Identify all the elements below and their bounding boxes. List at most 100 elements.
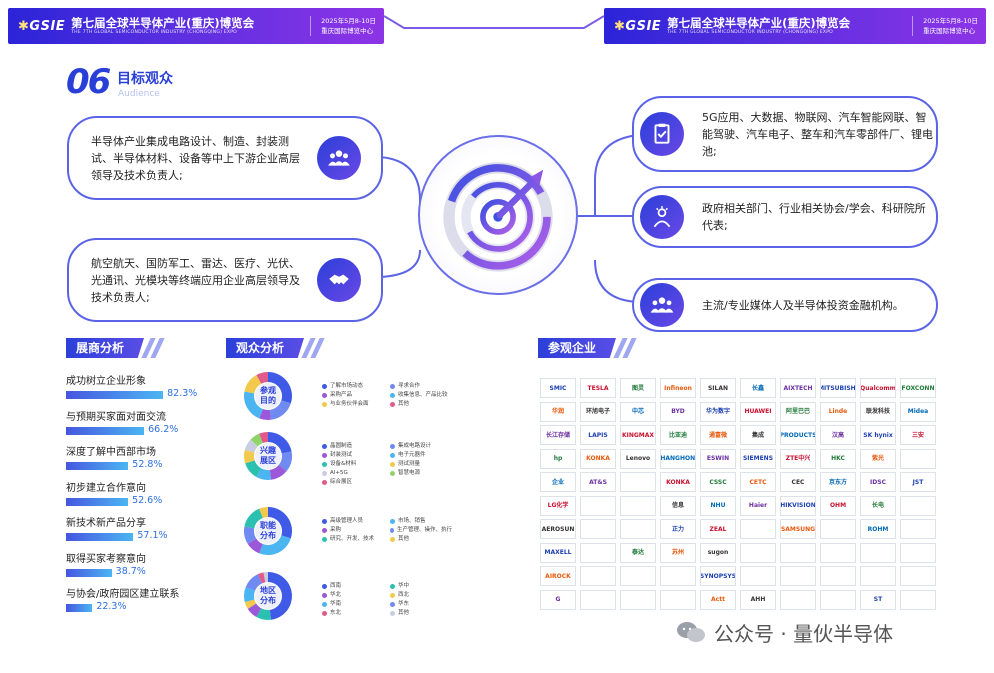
company-logo: KINGMAX [620, 425, 656, 445]
donut-slice [257, 572, 266, 584]
legend-label: 其他 [398, 401, 410, 407]
legend-swatch [390, 519, 395, 524]
visitor-donut-chart [244, 507, 292, 555]
header-stripes [301, 338, 325, 358]
donut-slice [244, 450, 255, 464]
team-icon [317, 136, 361, 180]
company-logo: 中芯 [620, 401, 656, 422]
banner-title: 第七届全球半导体产业(重庆)博览会 [71, 16, 255, 30]
banner-divider [384, 14, 604, 30]
company-logo: 苏州 [660, 542, 696, 563]
donut-center-label: 地区分布 [260, 586, 276, 605]
company-logo [740, 519, 776, 539]
company-logo [580, 589, 616, 610]
legend-label: 设备&材料 [330, 461, 357, 467]
company-logo: AT&S [580, 472, 616, 492]
donut-legend: 了解市场动态寻求合作采购产品收集信息、产品比较与业务伙伴会面其他 [322, 382, 472, 409]
bar-value: 57.1% [137, 530, 168, 541]
company-logo: MAXELL [540, 542, 576, 563]
company-logo: 长江存储 [540, 425, 576, 445]
legend-item: 收集信息、产品比较 [390, 391, 452, 400]
donut-slice [244, 391, 263, 419]
donut-slice [269, 464, 287, 480]
legend-label: 西北 [398, 592, 410, 598]
company-logo [900, 566, 936, 586]
legend-label: 东北 [330, 610, 342, 616]
legend-item: 采购 [322, 526, 384, 535]
company-logo: 信息 [660, 495, 696, 516]
company-logo [820, 566, 856, 586]
company-logo: 阿里巴巴 [780, 401, 816, 422]
legend-item: 设备&材料 [322, 460, 384, 469]
bar-label: 深度了解中西部市场 [66, 447, 156, 458]
legend-swatch [322, 444, 327, 449]
company-logo: MITSUBISHI [820, 378, 856, 398]
bar-label: 初步建立合作意向 [66, 482, 146, 494]
donut-legend: 西南华中华北西北华南华东东北其他 [322, 582, 472, 618]
donut-slice [259, 432, 268, 443]
legend-label: 华东 [398, 601, 410, 607]
company-logo: NHU [700, 495, 736, 516]
company-logo [740, 566, 776, 586]
company-logo: Infineon [660, 378, 696, 398]
header-stripes [613, 338, 637, 358]
legend-swatch [390, 393, 395, 398]
legend-item: 华东 [390, 600, 452, 609]
banner-date-venue: 2025年5月8-10日 重庆国际博览中心 [912, 16, 986, 36]
company-logo: SYNOPSYS [700, 566, 736, 586]
company-logo: ROHM [860, 519, 896, 539]
company-logo: 企业 [540, 472, 576, 492]
legend-swatch [322, 393, 327, 398]
company-logo: 长电 [860, 495, 896, 516]
scientist-icon [640, 195, 684, 239]
visitor-donut-chart [244, 372, 292, 420]
company-logo [620, 472, 656, 492]
audience-box-applications: 航空航天、国防军工、雷达、医疗、光伏、光通讯、光模块等终端应用企业高层领导及技术… [67, 238, 383, 322]
donut-slice [245, 460, 262, 478]
company-logo: 泰达 [620, 542, 656, 563]
bar-value: 82.3% [167, 388, 198, 399]
donut-slice [268, 572, 293, 620]
company-logo [660, 589, 696, 610]
company-logo: SMIC [540, 378, 576, 398]
company-logo: BYD [660, 401, 696, 422]
bar-fill [66, 391, 164, 399]
handshake-icon [317, 258, 361, 302]
audience-text: 5G应用、大数据、物联网、汽车智能网联、智能驾驶、汽车电子、整车和汽车零部件厂、… [702, 110, 933, 158]
exhibitor-analysis-header: 展商分析 [66, 338, 144, 358]
legend-swatch [390, 453, 395, 458]
legend-label: 了解市场动态 [330, 383, 364, 389]
bar-track: 52.8% [66, 459, 236, 470]
legend-swatch [322, 593, 327, 598]
banner-subtitle: THE 7TH GLOBAL SEMICONDUCTOR INDUSTRY (C… [71, 30, 237, 35]
section-title: 目标观众 [117, 71, 173, 87]
company-logo: G [540, 589, 576, 610]
company-logo [820, 542, 856, 563]
donut-slice [259, 535, 291, 555]
company-logo: 紫光 [860, 448, 896, 469]
bar-fill [66, 568, 112, 577]
company-logo [620, 495, 656, 516]
legend-item: 晶圆制造 [322, 442, 384, 451]
company-logo [900, 495, 936, 516]
company-logo: Actt [700, 589, 736, 610]
company-logo: 华润 [540, 401, 576, 422]
company-logo [660, 566, 696, 586]
company-logo: AEROSUN [540, 519, 576, 539]
company-logo: CETC [740, 472, 776, 492]
bar-fill [66, 497, 129, 506]
company-logo: CHANGHONG [660, 448, 696, 469]
legend-label: 生产管理、操作、执行 [396, 527, 452, 533]
legend-item: 了解市场动态 [322, 382, 384, 391]
company-logo: SAMSUNG [780, 519, 816, 539]
company-logo [900, 542, 936, 563]
checklist-icon [640, 112, 684, 156]
company-logo: AHH [740, 589, 776, 610]
legend-label: 封装测试 [330, 452, 353, 458]
donut-slice [247, 603, 262, 618]
legend-item: 华北 [322, 591, 384, 600]
legend-label: 收集信息、产品比较 [398, 392, 448, 398]
